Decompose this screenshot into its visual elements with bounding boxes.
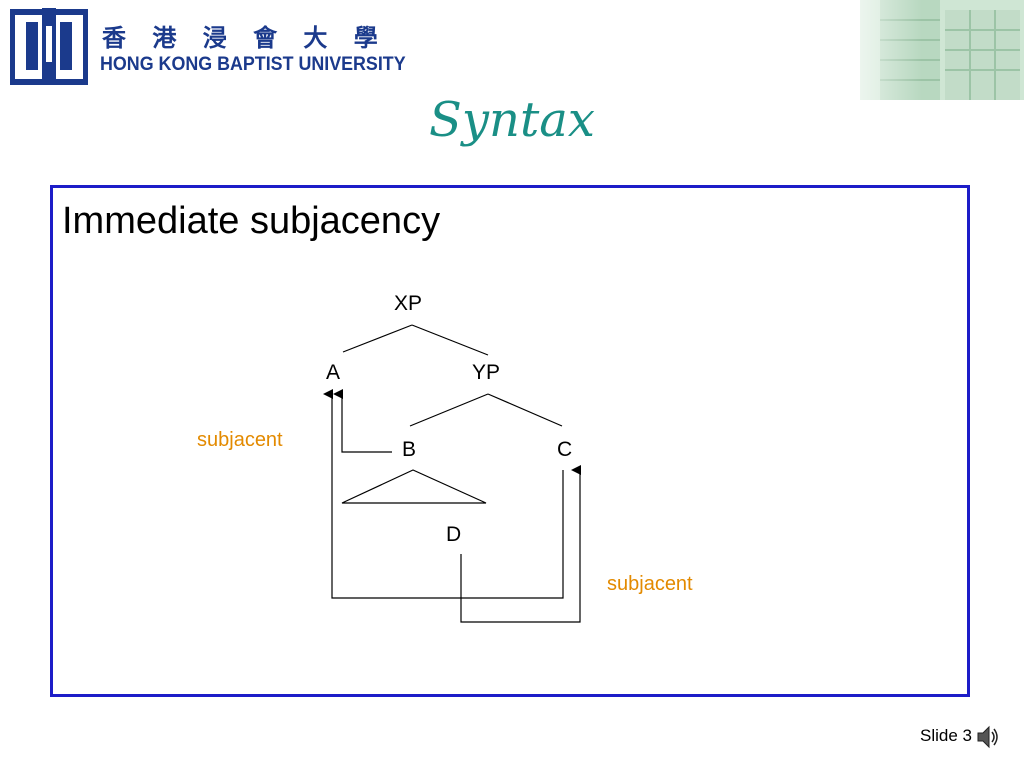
slide-title: Syntax <box>429 92 595 148</box>
branch-yp-b <box>409 393 489 427</box>
arrow-b-to-a <box>333 389 392 453</box>
annotation-subjacent-left: subjacent <box>197 429 283 451</box>
building-photo <box>820 0 1024 100</box>
arrow-c-to-a <box>323 389 564 599</box>
node-yp: YP <box>472 361 501 384</box>
content-frame <box>50 185 970 697</box>
arrow-d-to-c <box>460 465 581 623</box>
branch-xp-a <box>342 324 413 353</box>
logo-english-name: HONG KONG BAPTIST UNIVERSITY <box>100 54 406 75</box>
node-xp: XP <box>394 292 423 315</box>
node-a: A <box>326 361 341 384</box>
content-heading: Immediate subjacency <box>62 200 441 242</box>
speaker-icon[interactable] <box>976 724 1000 750</box>
slide-number: Slide 3 <box>920 726 972 745</box>
logo-chinese-name: 香 港 浸 會 大 學 <box>102 24 387 52</box>
hkbu-logo-icon <box>10 8 88 85</box>
triangle-b <box>341 469 487 504</box>
node-b: B <box>402 438 417 461</box>
university-logo: 香 港 浸 會 大 學 HONG KONG BAPTIST UNIVERSITY <box>10 6 410 88</box>
branch-yp-c <box>487 393 563 427</box>
annotation-subjacent-right: subjacent <box>607 573 693 595</box>
node-d: D <box>446 523 462 546</box>
node-c: C <box>557 438 573 461</box>
branch-xp-yp <box>411 324 489 356</box>
